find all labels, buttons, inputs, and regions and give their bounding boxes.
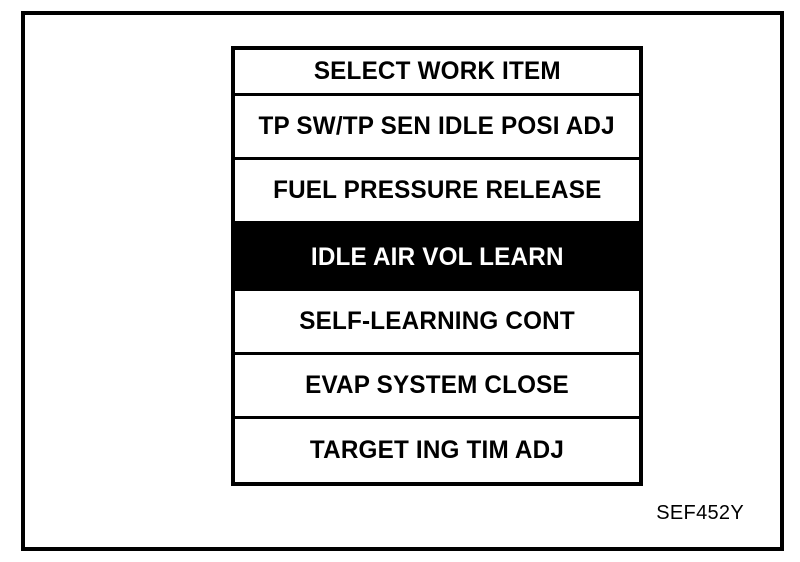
menu-item-label: SELF-LEARNING CONT [299, 307, 575, 336]
menu-header: SELECT WORK ITEM [235, 50, 639, 97]
illustration-frame: SELECT WORK ITEM TP SW/TP SEN IDLE POSI … [21, 11, 784, 551]
menu-item-fuel-pressure-release[interactable]: FUEL PRESSURE RELEASE [235, 160, 639, 225]
menu-item-label: TP SW/TP SEN IDLE POSI ADJ [258, 112, 616, 141]
menu-item-idle-air-vol-learn[interactable]: IDLE AIR VOL LEARN [231, 224, 643, 292]
menu-item-evap-system-close[interactable]: EVAP SYSTEM CLOSE [235, 355, 639, 420]
menu-item-target-ing-tim-adj[interactable]: TARGET ING TIM ADJ [235, 419, 639, 482]
figure-caption: SEF452Y [656, 502, 744, 524]
menu-item-label: TARGET ING TIM ADJ [309, 436, 565, 464]
select-work-item-menu[interactable]: SELECT WORK ITEM TP SW/TP SEN IDLE POSI … [231, 46, 643, 486]
menu-item-label: EVAP SYSTEM CLOSE [305, 371, 569, 400]
menu-item-self-learning-cont[interactable]: SELF-LEARNING CONT [235, 291, 639, 356]
menu-item-tp-sw-tp-sen-idle-posi-adj[interactable]: TP SW/TP SEN IDLE POSI ADJ [235, 96, 639, 161]
menu-header-label: SELECT WORK ITEM [313, 57, 561, 86]
menu-item-label: IDLE AIR VOL LEARN [310, 243, 564, 272]
menu-item-label: FUEL PRESSURE RELEASE [272, 176, 602, 205]
